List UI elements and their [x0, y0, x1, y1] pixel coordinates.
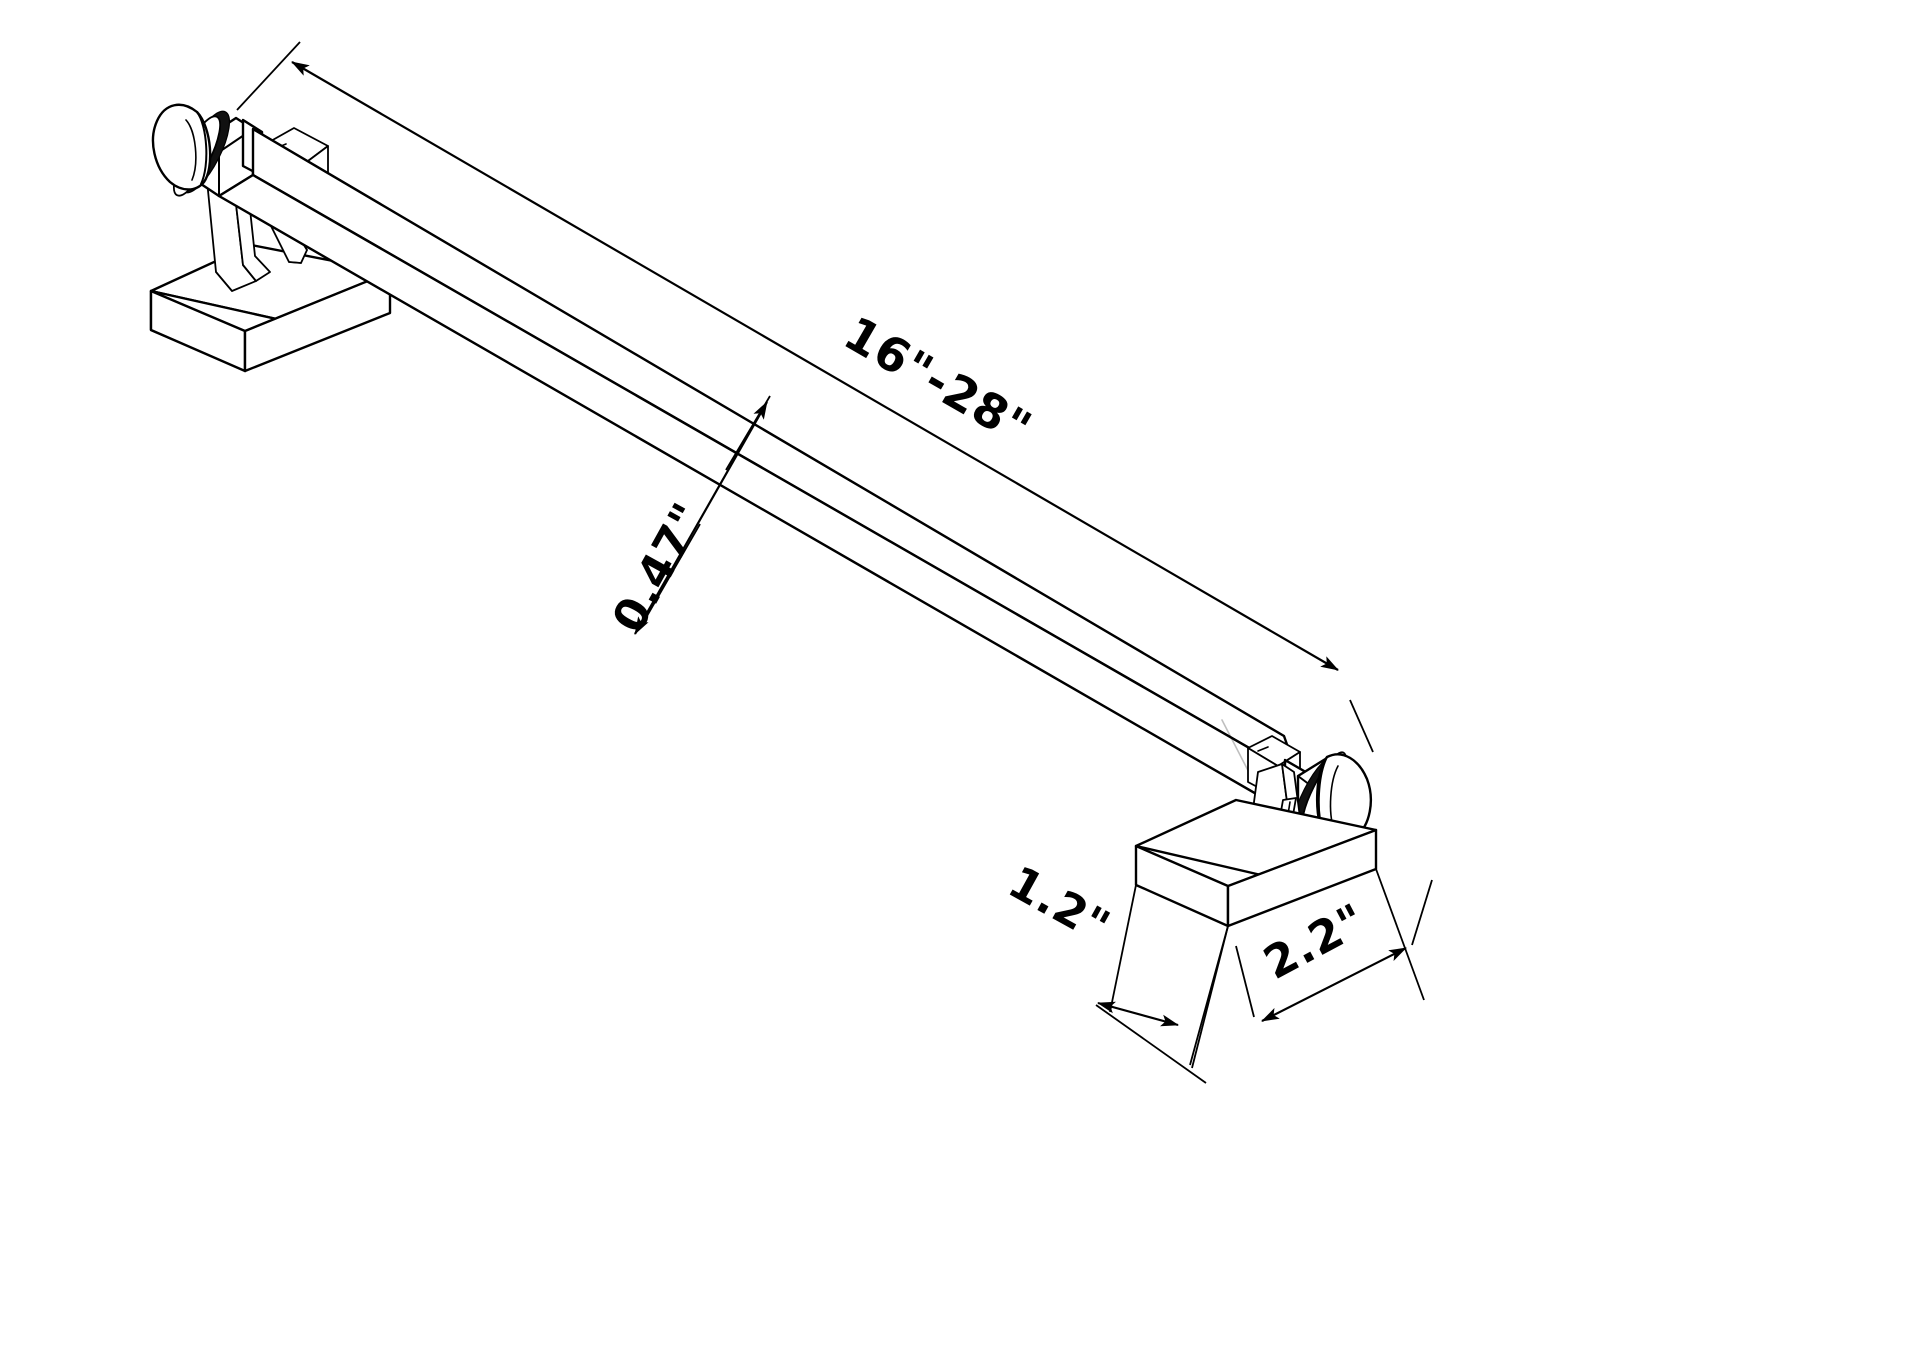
- dimension-length: 16"-28": [236, 41, 1374, 753]
- rod-tube: [217, 127, 1300, 820]
- left-finial: [151, 103, 212, 191]
- dimension-label-base-depth: 1.2": [1000, 855, 1119, 953]
- dimension-label-length: 16"-28": [835, 306, 1041, 457]
- dimension-label-diameter: 0.47": [601, 494, 715, 642]
- right-end-assembly: [1134, 735, 1378, 928]
- right-base: [1134, 798, 1378, 928]
